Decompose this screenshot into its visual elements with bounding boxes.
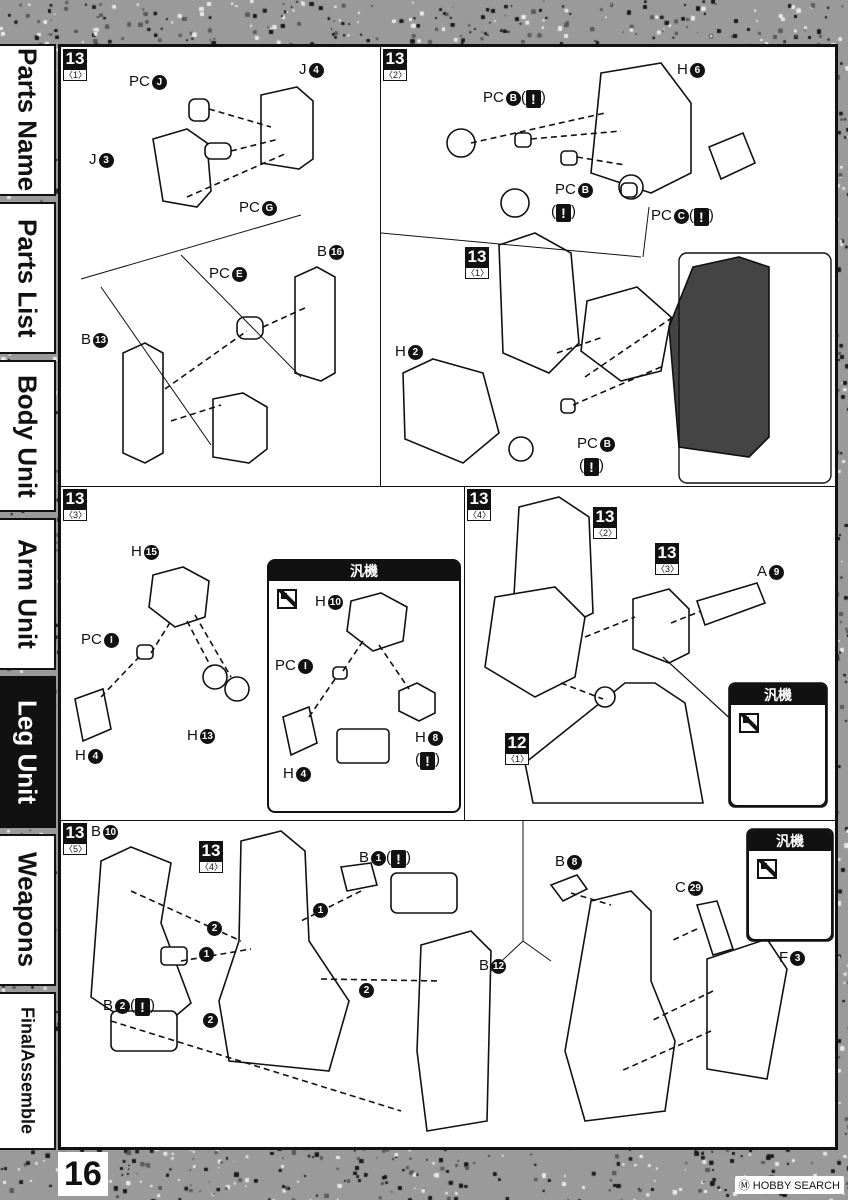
step-badge: 13〈3〉 bbox=[63, 489, 88, 521]
option-flag-icon bbox=[277, 589, 297, 609]
sidebar-tab-label: Body Unit bbox=[12, 374, 43, 498]
step-badge: 13〈4〉 bbox=[467, 489, 492, 521]
option-box-general-type: 汎機 bbox=[747, 829, 833, 941]
sidebar-tab-final-assemble[interactable]: FinalAssemble bbox=[0, 992, 56, 1150]
sidebar-tab-parts-list[interactable]: Parts List bbox=[0, 202, 56, 354]
reference-badge: 13〈1〉 bbox=[465, 247, 490, 279]
option-box-header: 汎機 bbox=[731, 685, 825, 705]
reference-badge: 12〈1〉 bbox=[505, 733, 530, 765]
sidebar-tab-label: Leg Unit bbox=[12, 700, 43, 804]
sequence-marker-2: 2 bbox=[201, 1011, 218, 1028]
option-box-header: 汎機 bbox=[749, 831, 831, 851]
sequence-marker-1: 1 bbox=[311, 901, 328, 918]
step-badge: 13〈5〉 bbox=[63, 823, 88, 855]
option-box-header: 汎機 bbox=[269, 561, 459, 581]
sidebar-tab-parts-name[interactable]: Parts Name bbox=[0, 44, 56, 196]
assembly-drawing-leg-armor bbox=[90, 821, 834, 1132]
sidebar-tab-leg-unit[interactable]: Leg Unit bbox=[0, 676, 56, 828]
reference-badge: 13〈3〉 bbox=[655, 543, 680, 575]
sequence-marker-2: 2 bbox=[205, 919, 222, 936]
reference-badge: 13〈4〉 bbox=[199, 841, 224, 873]
option-flag-icon bbox=[739, 713, 759, 733]
sidebar-tab-body-unit[interactable]: Body Unit bbox=[0, 360, 56, 512]
sequence-marker-2: 2 bbox=[357, 981, 374, 998]
step-panel-13-2: 13〈2〉 bbox=[380, 46, 836, 488]
sidebar-tab-arm-unit[interactable]: Arm Unit bbox=[0, 518, 56, 670]
sidebar-tab-label: Weapons bbox=[12, 852, 43, 968]
step-badge: 13〈1〉 bbox=[63, 49, 88, 81]
option-flag-icon bbox=[757, 859, 777, 879]
sequence-marker-1: 1 bbox=[197, 945, 214, 962]
sidebar-tab-label: Parts List bbox=[12, 218, 43, 338]
assembly-drawing-ankle-joint bbox=[80, 86, 336, 464]
reference-badge: 13〈2〉 bbox=[593, 507, 618, 539]
page-number: 16 bbox=[58, 1152, 108, 1196]
sidebar-tab-label: Arm Unit bbox=[12, 539, 43, 649]
sidebar-tab-label: Parts Name bbox=[12, 48, 43, 192]
sidebar-tab-weapons[interactable]: Weapons bbox=[0, 834, 56, 986]
option-box-general-type: 汎機 bbox=[729, 683, 827, 807]
warning-mark: (!) bbox=[579, 457, 604, 476]
assembly-drawing-ankle-guard bbox=[74, 566, 250, 743]
warning-mark: (!) bbox=[551, 203, 576, 222]
sidebar-tab-label: FinalAssemble bbox=[17, 1007, 38, 1135]
watermark-hobby-search: Ⓜ HOBBY SEARCH bbox=[734, 1176, 844, 1194]
option-drawing bbox=[282, 592, 436, 764]
warning-mark: (!) bbox=[415, 751, 440, 770]
assembly-drawing-knee-block bbox=[381, 62, 832, 484]
step-badge: 13〈2〉 bbox=[383, 49, 408, 81]
